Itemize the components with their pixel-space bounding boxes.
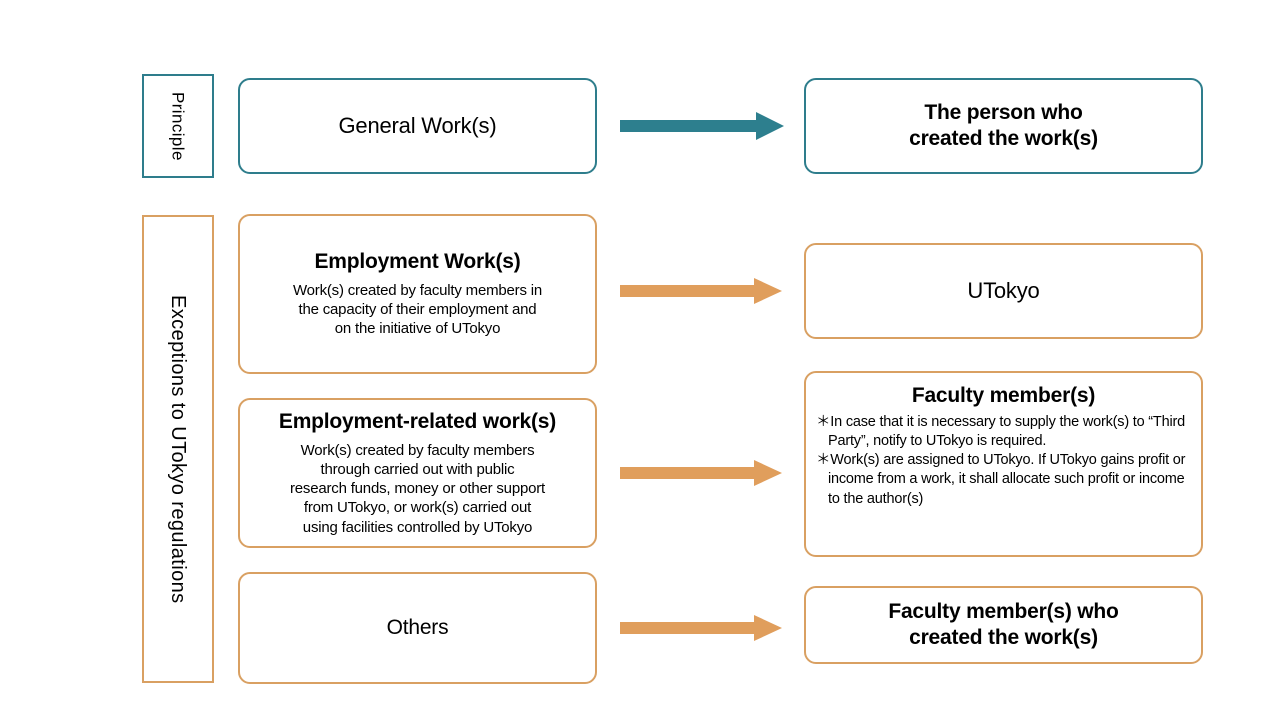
rail-principle: Principle (142, 74, 214, 178)
box-general-works-title: General Work(s) (338, 112, 497, 138)
box-employment-related-works-title: Employment-related work(s) (278, 410, 557, 434)
arrow-employment-related-works (620, 460, 782, 486)
box-faculty-members[interactable]: Faculty member(s) ＊In case that it is ne… (804, 371, 1203, 557)
box-employment-works[interactable]: Employment Work(s) Work(s) created by fa… (238, 214, 597, 374)
faculty-members-notes: ＊In case that it is necessary to supply … (816, 413, 1191, 509)
box-employment-works-title: Employment Work(s) (314, 250, 521, 274)
box-employment-related-works-description: Work(s) created by faculty members throu… (289, 441, 546, 536)
rail-exceptions: Exceptions to UTokyo regulations (142, 215, 214, 683)
rail-principle-label: Principle (168, 91, 188, 161)
box-employment-works-description: Work(s) created by faculty members in th… (292, 282, 543, 338)
box-faculty-members-who-created-title: Faculty member(s) who created the work(s… (888, 600, 1119, 649)
box-faculty-members-title: Faculty member(s) (911, 384, 1096, 407)
faculty-members-note: ＊In case that it is necessary to supply … (816, 413, 1185, 449)
arrow-general-works (620, 112, 784, 140)
box-utokyo-title: UTokyo (967, 277, 1040, 303)
box-person-who-created[interactable]: The person who created the work(s) (804, 78, 1203, 174)
box-others[interactable]: Others (238, 572, 597, 684)
box-others-title: Others (386, 616, 449, 640)
box-person-who-created-title: The person who created the work(s) (909, 101, 1098, 150)
box-utokyo[interactable]: UTokyo (804, 243, 1203, 339)
box-faculty-members-who-created[interactable]: Faculty member(s) who created the work(s… (804, 586, 1203, 664)
box-general-works[interactable]: General Work(s) (238, 78, 597, 174)
arrow-employment-works (620, 278, 782, 304)
faculty-members-note: ＊Work(s) are assigned to UTokyo. If UTok… (816, 452, 1186, 507)
rail-exceptions-label: Exceptions to UTokyo regulations (167, 294, 189, 604)
arrow-others (620, 615, 782, 641)
box-employment-related-works[interactable]: Employment-related work(s) Work(s) creat… (238, 398, 597, 548)
